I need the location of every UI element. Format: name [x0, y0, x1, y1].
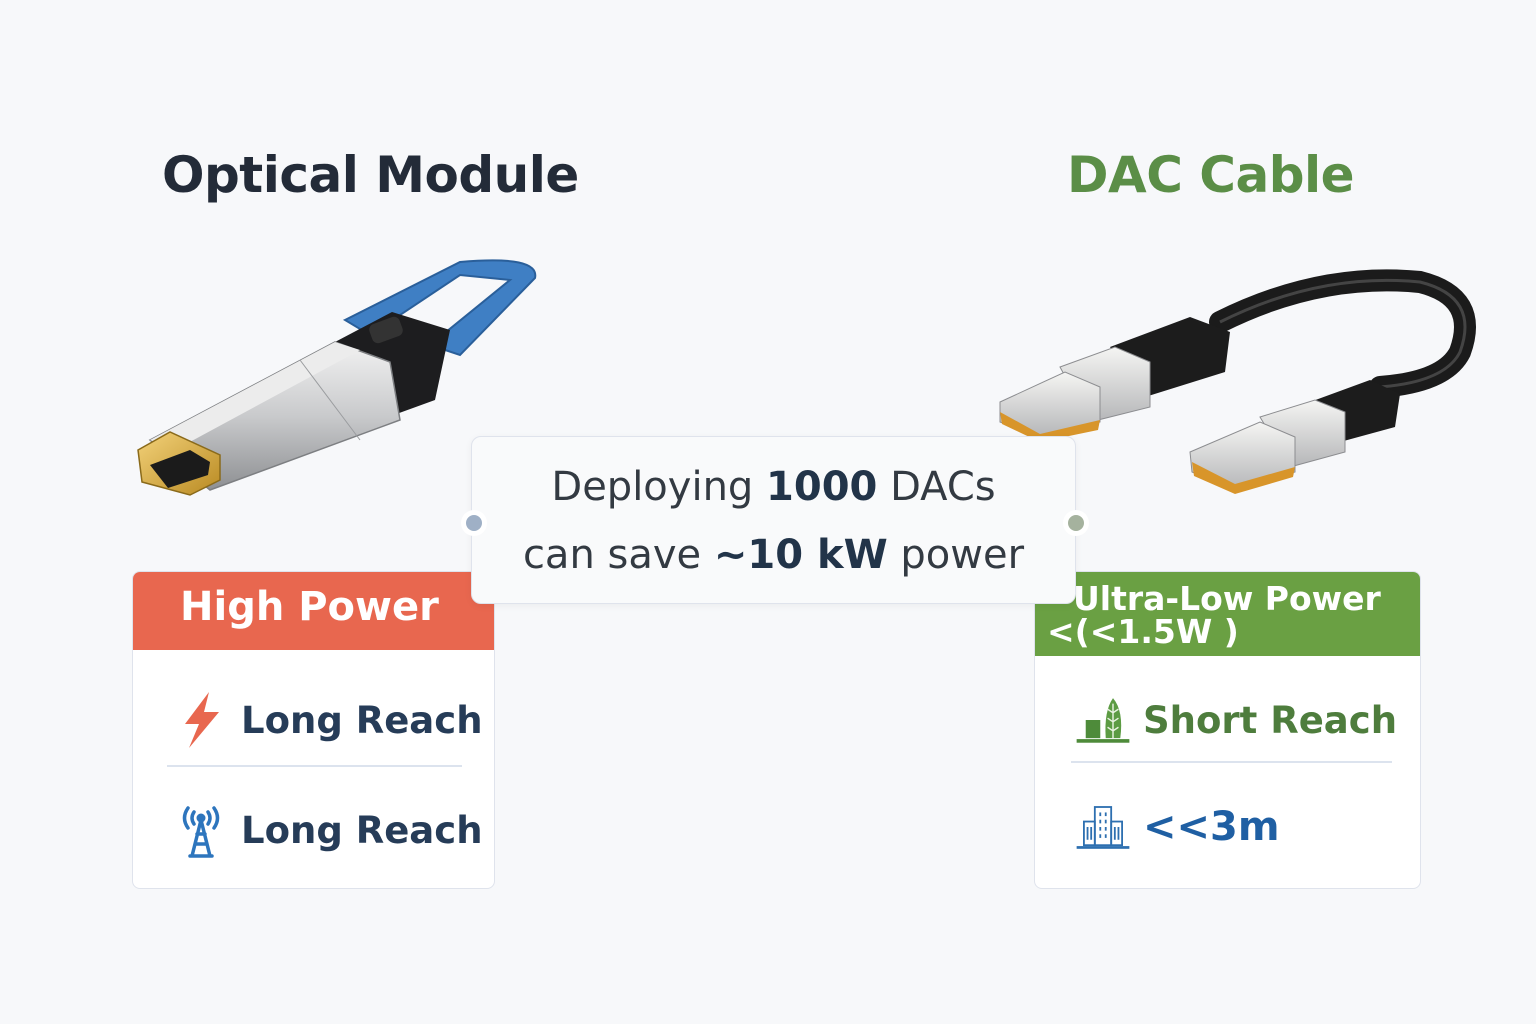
callout-line2: can save ~10 kW power	[472, 521, 1075, 589]
lightning-icon	[171, 690, 231, 750]
short-reach-row: Short Reach	[1073, 690, 1420, 750]
office-building-icon	[1073, 797, 1133, 857]
connector-dot-right	[1068, 515, 1084, 531]
optical-module-image	[137, 259, 537, 496]
dac-count: 1000	[766, 464, 878, 510]
row-label: Long Reach	[241, 698, 483, 742]
row-label: <<3m	[1143, 804, 1280, 850]
ultra-low-power-header: Ultra-Low Power <(<1.5W )	[1035, 572, 1420, 656]
text: DACs	[877, 464, 996, 510]
cable-length-row: <<3m	[1073, 797, 1420, 857]
green-building-icon	[1073, 690, 1133, 750]
text: power	[887, 532, 1025, 578]
row-label: Long Reach	[241, 808, 483, 852]
dac-cable-image	[999, 269, 1476, 494]
antenna-tower-icon	[171, 800, 231, 860]
long-reach-row: Long Reach	[171, 690, 494, 750]
row-label: Short Reach	[1143, 698, 1398, 742]
optical-module-card: High Power Long Reach Long Reach	[132, 571, 495, 889]
header-line1: Ultra-Low Power	[1073, 579, 1381, 618]
power-savings-callout: Deploying 1000 DACs can save ~10 kW powe…	[471, 436, 1076, 604]
high-power-header: High Power	[133, 572, 494, 650]
optical-module-title: Optical Module	[162, 146, 579, 204]
text: can save	[522, 532, 714, 578]
dac-cable-title: DAC Cable	[1067, 146, 1355, 204]
divider	[1071, 761, 1392, 763]
power-saved: ~10 kW	[713, 532, 888, 578]
text: Deploying	[551, 464, 767, 510]
header-line2: <(<1.5W )	[1047, 612, 1239, 651]
connector-dot-left	[466, 515, 482, 531]
long-reach-row: Long Reach	[171, 800, 494, 860]
divider	[167, 765, 462, 767]
dac-cable-card: Ultra-Low Power <(<1.5W ) Short Reach	[1034, 571, 1421, 889]
callout-line1: Deploying 1000 DACs	[472, 453, 1075, 521]
